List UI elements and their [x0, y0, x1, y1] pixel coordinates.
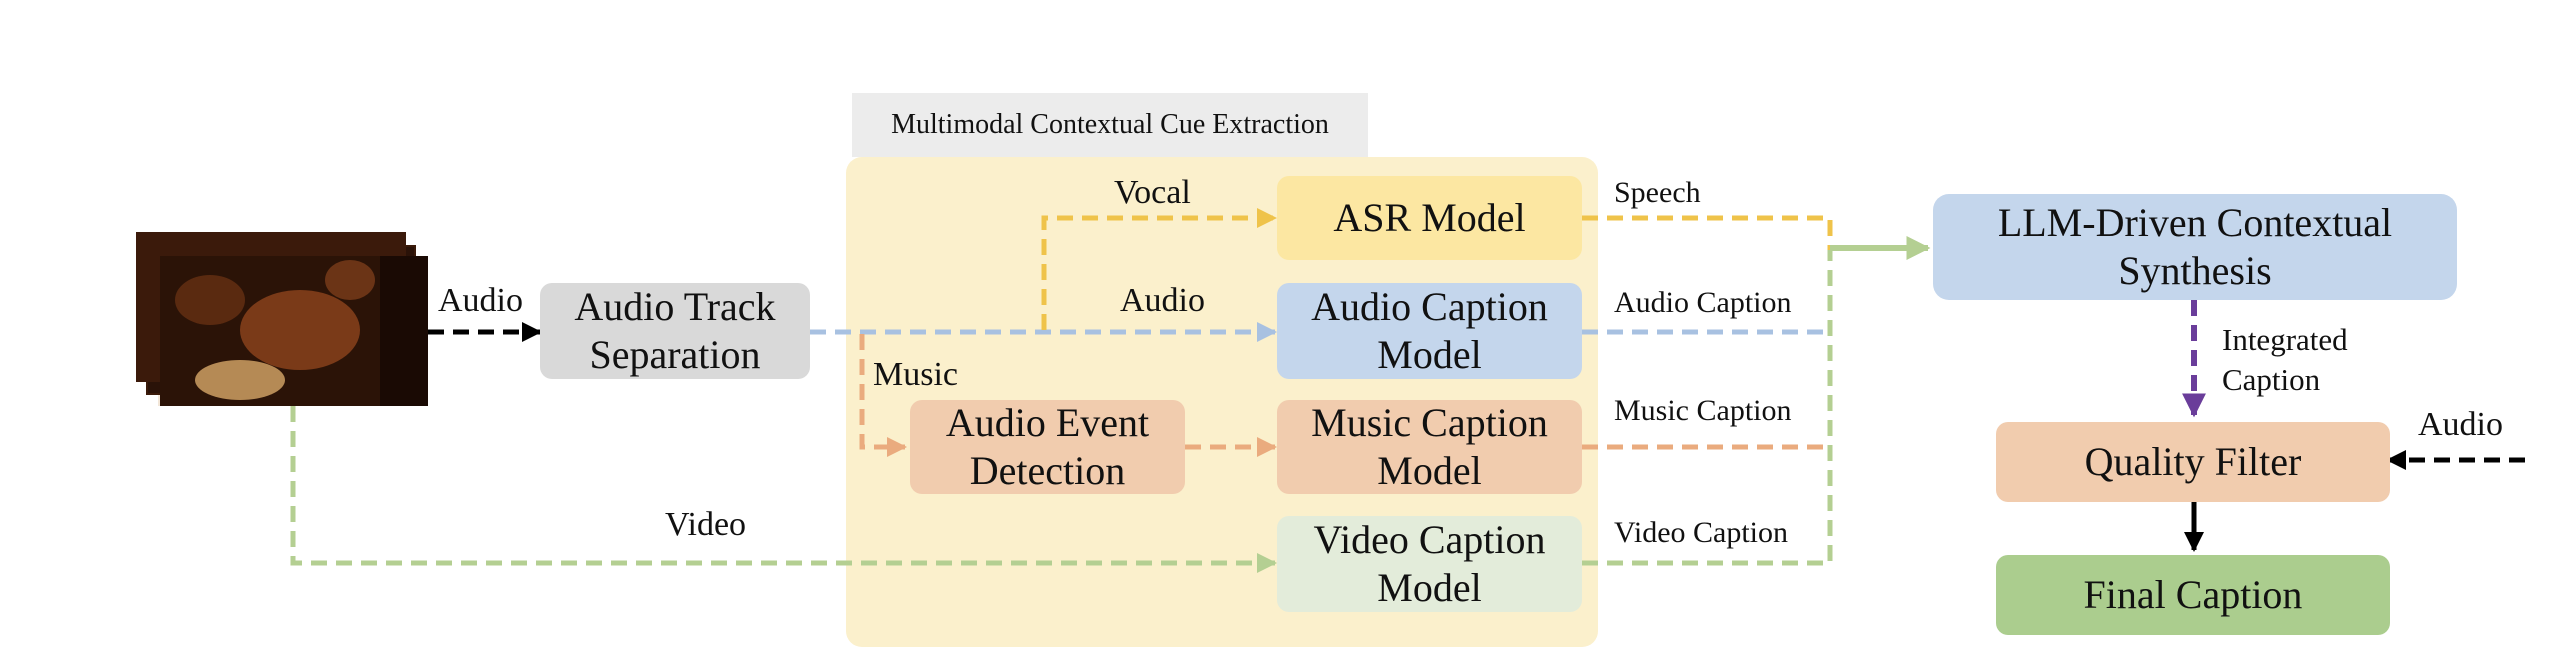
video-caption-line — [1582, 250, 1833, 566]
video-arrow — [290, 406, 1277, 573]
music-caption-model-box: Music Caption Model — [1277, 400, 1582, 494]
final-caption-box: Final Caption — [1996, 555, 2390, 635]
speech-label: Speech — [1614, 176, 1701, 209]
music-caption-label: Music Caption — [1614, 394, 1792, 427]
vocal-arrow — [1041, 208, 1277, 330]
integrated-caption-label: Integrated Caption — [2222, 322, 2348, 398]
audio-in-label: Audio — [438, 282, 523, 319]
music-label: Music — [873, 356, 958, 393]
llm-synthesis-box: LLM-Driven Contextual Synthesis — [1933, 194, 2457, 300]
video-label: Video — [665, 506, 747, 543]
audio-event-detection-box: Audio Event Detection — [910, 400, 1185, 494]
video-frames-image — [136, 232, 428, 406]
quality-filter-box: Quality Filter — [1996, 422, 2390, 502]
audio-mid-label: Audio — [1120, 282, 1205, 319]
asr-model-box: ASR Model — [1277, 176, 1582, 260]
video-caption-label: Video Caption — [1614, 516, 1789, 549]
audio-caption-label: Audio Caption — [1614, 286, 1792, 319]
audio-right-label: Audio — [2418, 406, 2503, 443]
video-caption-model-box: Video Caption Model — [1277, 516, 1582, 612]
vocal-label: Vocal — [1114, 174, 1191, 211]
audio-track-separation-box: Audio Track Separation — [540, 283, 810, 379]
audio-caption-model-box: Audio Caption Model — [1277, 283, 1582, 379]
music-arrow — [859, 334, 907, 457]
section-title: Multimodal Contextual Cue Extraction — [852, 93, 1368, 157]
speech-line — [1582, 215, 1833, 250]
